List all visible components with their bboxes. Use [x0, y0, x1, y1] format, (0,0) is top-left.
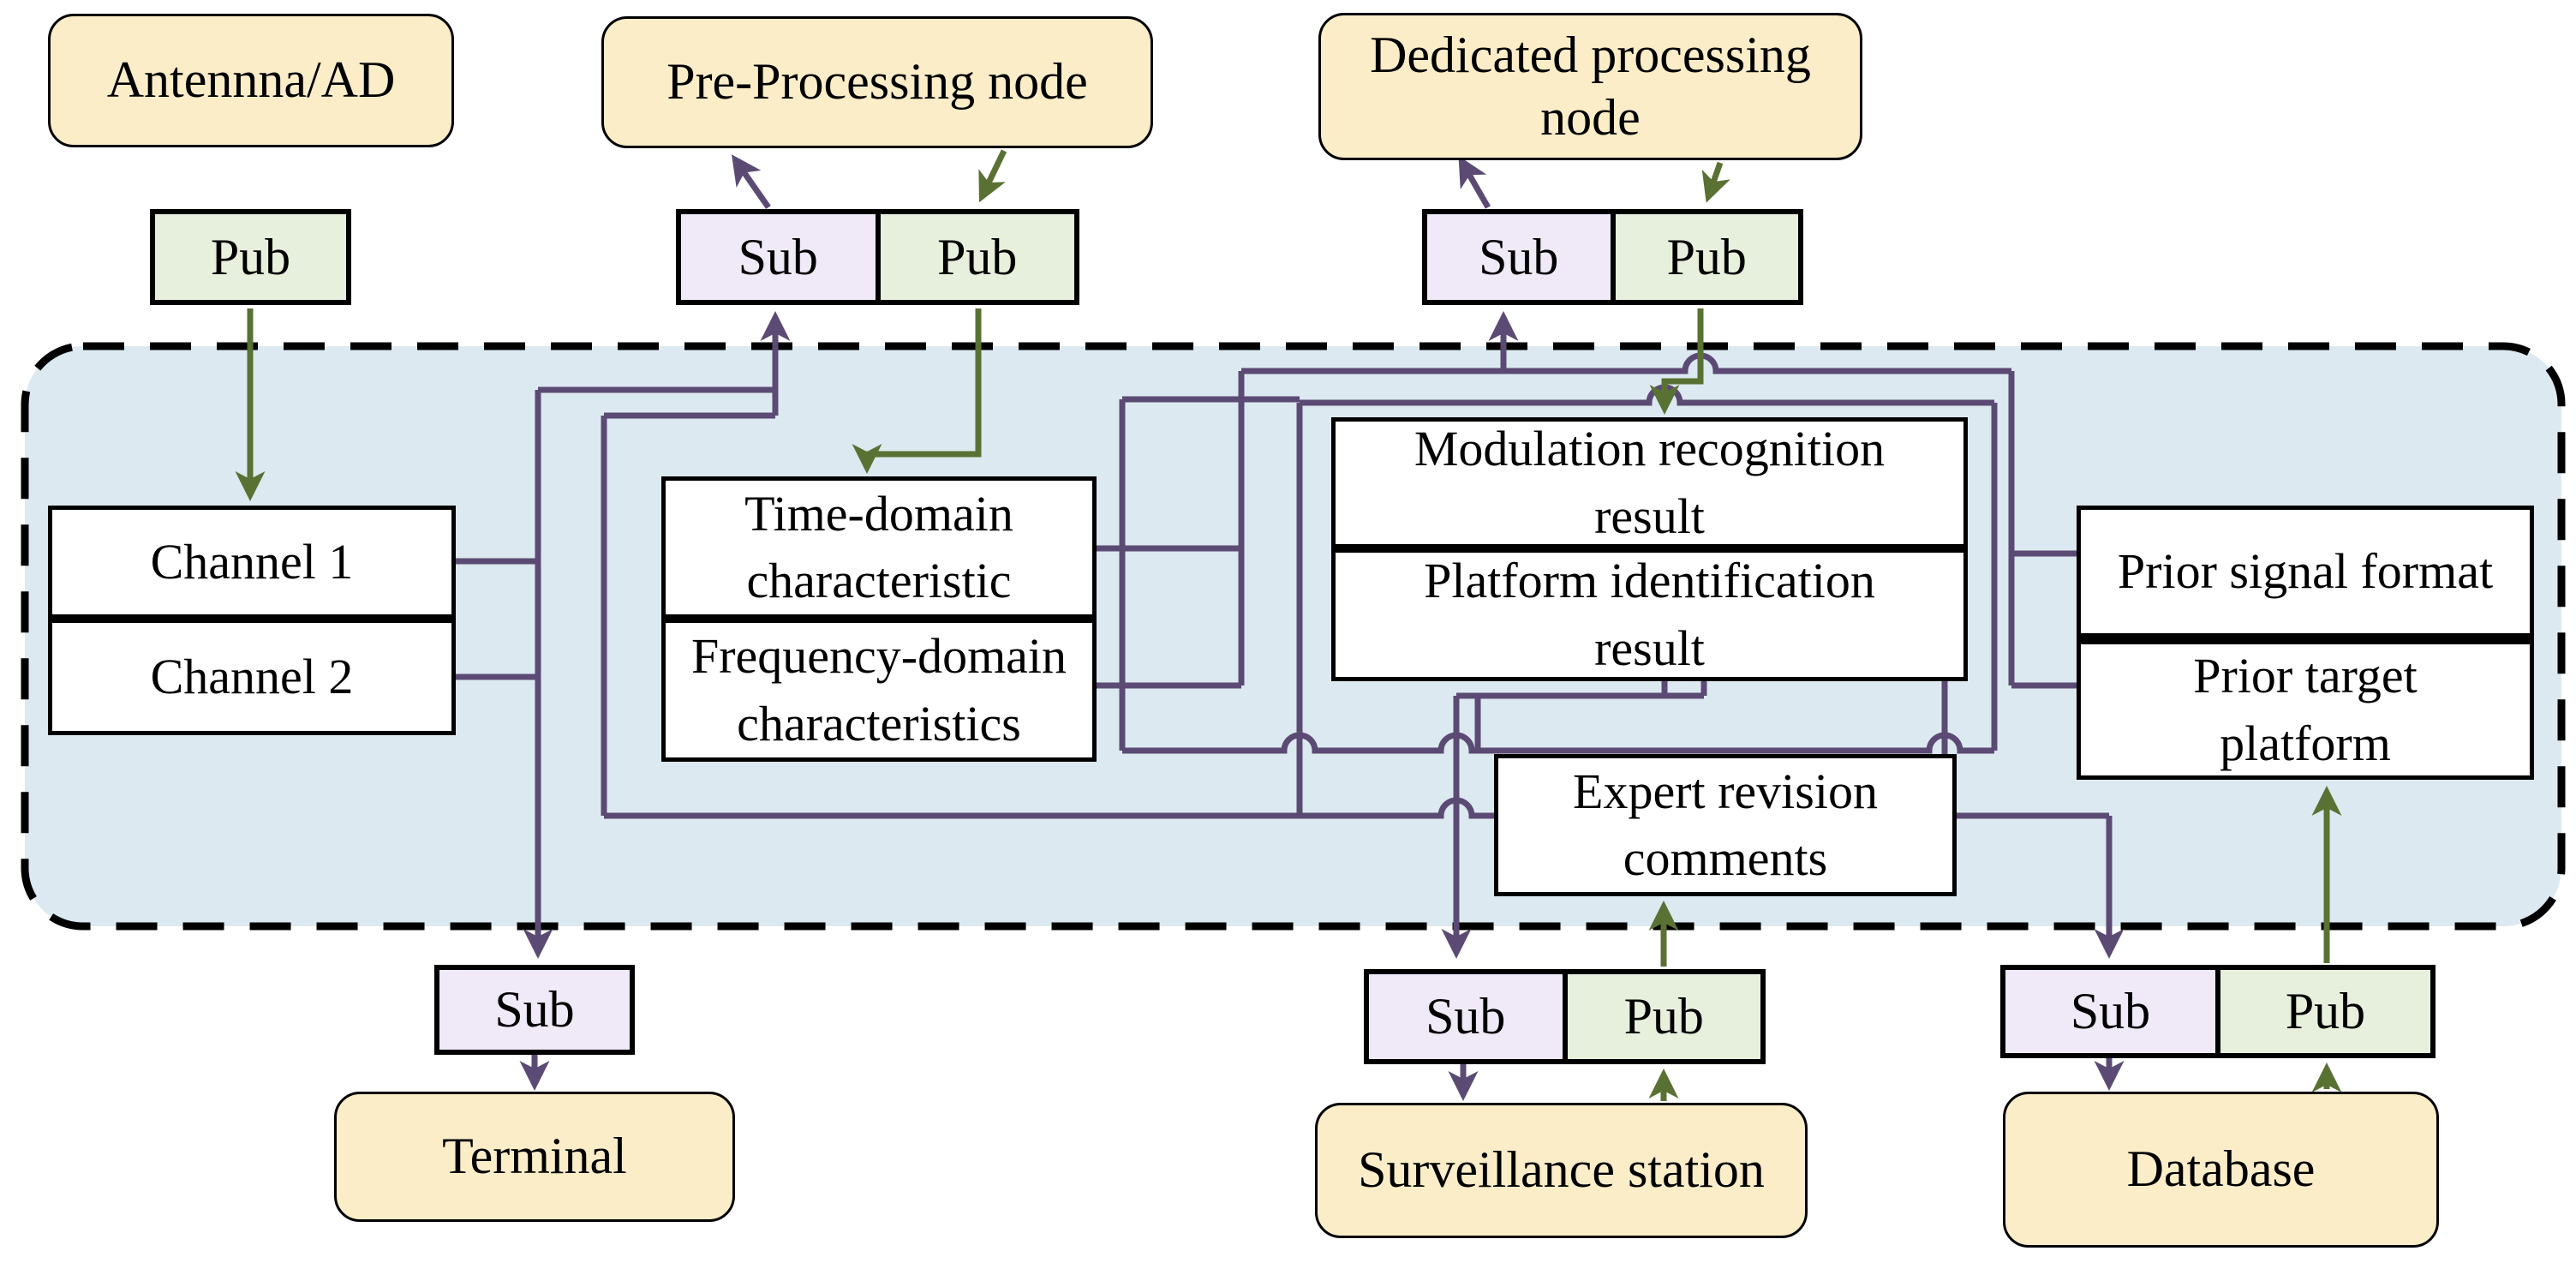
sub-label: Sub	[738, 228, 818, 285]
surveillance-ports: Sub Pub	[1364, 969, 1766, 1064]
wire-pub-to-time-domain	[852, 308, 982, 474]
node-dedicated: Dedicated processing node	[1318, 13, 1862, 160]
topic-expert-comments: Expert revision comments	[1494, 754, 1957, 896]
wire-preprocessing-node-to-pub	[978, 149, 1007, 203]
topic-prior-target-label: Prior target platform	[2193, 648, 2418, 771]
sub-label: Sub	[494, 981, 575, 1038]
preprocessing-sub-port: Sub	[681, 214, 876, 300]
node-terminal: Terminal	[334, 1092, 735, 1222]
surveillance-pub-port: Pub	[1562, 974, 1760, 1059]
pub-label: Pub	[1666, 228, 1747, 285]
preprocessing-pub-port: Pub	[875, 214, 1074, 300]
node-antenna: Antennna/AD	[48, 14, 454, 147]
topic-time-domain: Time-domain characteristic	[661, 476, 1097, 619]
node-preprocessing: Pre-Processing node	[601, 16, 1153, 148]
database-ports: Sub Pub	[2000, 965, 2436, 1058]
topic-prior-signal-label: Prior signal format	[2117, 542, 2494, 599]
node-surveillance-label: Surveillance station	[1358, 1141, 1765, 1199]
topic-channel1: Channel 1	[48, 506, 456, 619]
topic-frequency-domain: Frequency-domain characteristics	[661, 619, 1097, 762]
wire-pub-to-modulation	[1649, 308, 1704, 415]
topic-platform-result: Platform identification result	[1331, 548, 1968, 681]
sub-label: Sub	[2070, 983, 2151, 1039]
wire-sub-to-dedicated-node	[1458, 155, 1491, 209]
topic-prior-signal: Prior signal format	[2077, 506, 2534, 640]
topic-frequency-domain-label: Frequency-domain characteristics	[690, 628, 1067, 751]
wire-dedicated-node-to-pub	[1701, 161, 1730, 203]
node-database-label: Database	[2126, 1140, 2316, 1198]
sub-label: Sub	[1425, 988, 1506, 1045]
node-terminal-label: Terminal	[442, 1128, 627, 1185]
topic-channel1-label: Channel 1	[150, 533, 354, 590]
pub-label: Pub	[210, 228, 291, 285]
preprocessing-ports: Sub Pub	[676, 209, 1079, 305]
dedicated-sub-port: Sub	[1427, 214, 1611, 300]
sub-label: Sub	[1479, 228, 1559, 285]
node-antenna-label: Antennna/AD	[106, 51, 396, 109]
dedicated-pub-port: Pub	[1610, 214, 1798, 300]
publish-wires	[235, 149, 2342, 1101]
node-surveillance: Surveillance station	[1315, 1103, 1808, 1238]
node-preprocessing-label: Pre-Processing node	[666, 53, 1088, 111]
pub-label: Pub	[1623, 988, 1704, 1045]
topic-time-domain-label: Time-domain characteristic	[744, 485, 1013, 608]
topic-modulation-result-label: Modulation recognition result	[1414, 421, 1886, 544]
terminal-ports: Sub	[434, 965, 635, 1055]
node-database: Database	[2003, 1092, 2439, 1248]
antenna-pub-port: Pub	[155, 214, 346, 300]
wire-sub-to-preprocessing-node	[731, 154, 771, 210]
topic-prior-target: Prior target platform	[2077, 640, 2534, 780]
database-pub-port: Pub	[2215, 970, 2430, 1053]
antenna-ports: Pub	[150, 209, 351, 305]
topic-modulation-result: Modulation recognition result	[1331, 417, 1968, 548]
topic-expert-comments-label: Expert revision comments	[1573, 763, 1878, 886]
pub-label: Pub	[937, 228, 1018, 285]
topic-platform-result-label: Platform identification result	[1424, 553, 1875, 676]
topic-channel2-label: Channel 2	[150, 648, 354, 704]
database-sub-port: Sub	[2005, 970, 2215, 1053]
topic-channel2: Channel 2	[48, 619, 456, 735]
terminal-sub-port: Sub	[439, 970, 630, 1050]
surveillance-sub-port: Sub	[1369, 974, 1563, 1059]
node-dedicated-label: Dedicated processing node	[1370, 26, 1811, 146]
dedicated-ports: Sub Pub	[1422, 209, 1803, 305]
pub-label: Pub	[2285, 983, 2366, 1039]
